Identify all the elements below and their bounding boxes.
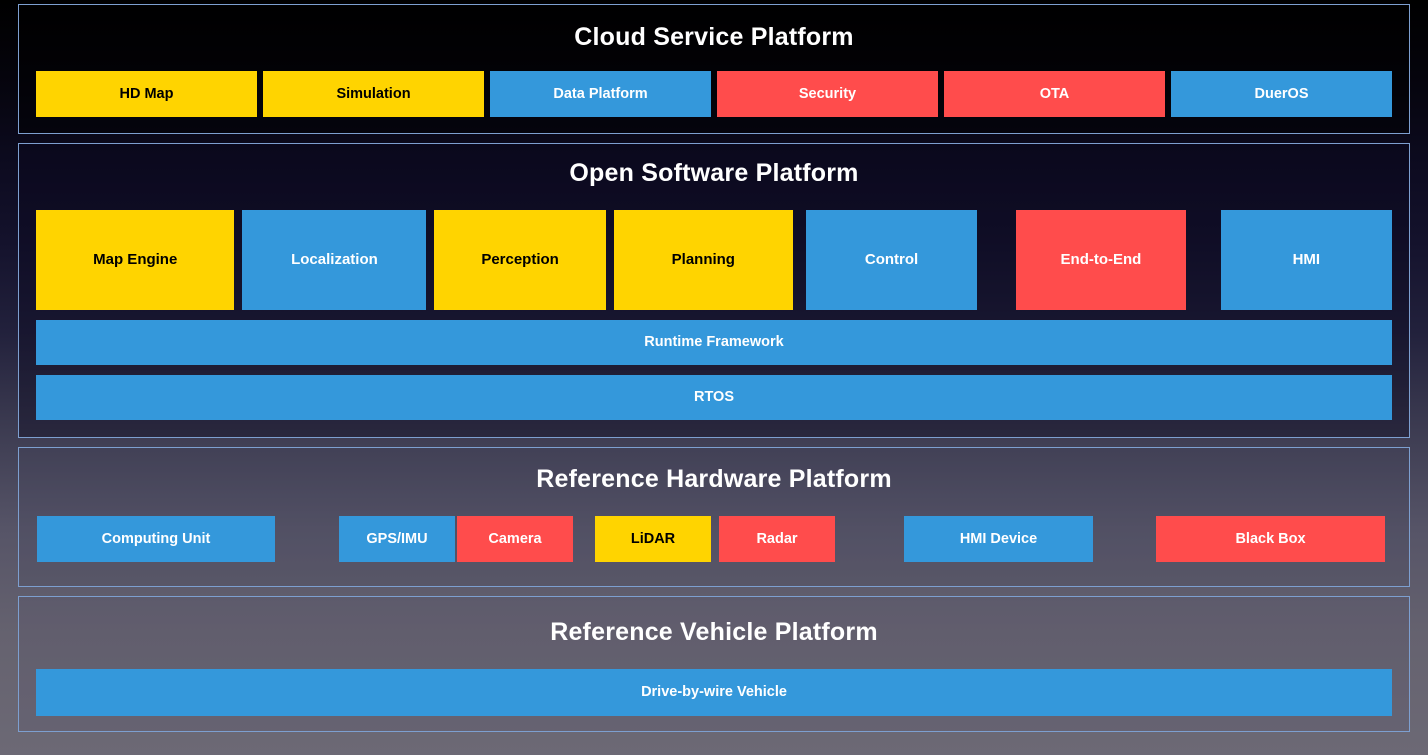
module-end-to-end[interactable]: End-to-End: [1016, 210, 1186, 310]
module-map-engine[interactable]: Map Engine: [36, 210, 235, 310]
layer-open-software-platform: Open Software Platform Map Engine Locali…: [18, 143, 1410, 438]
module-hmi[interactable]: HMI: [1220, 210, 1393, 310]
module-planning[interactable]: Planning: [613, 210, 793, 310]
module-drive-by-wire-vehicle[interactable]: Drive-by-wire Vehicle: [36, 669, 1392, 716]
module-black-box[interactable]: Black Box: [1156, 516, 1385, 562]
module-ota[interactable]: OTA: [944, 71, 1165, 117]
module-security[interactable]: Security: [717, 71, 938, 117]
module-rtos[interactable]: RTOS: [36, 375, 1392, 420]
module-perception[interactable]: Perception: [434, 210, 606, 310]
module-lidar[interactable]: LiDAR: [595, 516, 711, 562]
module-camera[interactable]: Camera: [457, 516, 573, 562]
module-simulation[interactable]: Simulation: [263, 71, 484, 117]
layer-title-vehicle: Reference Vehicle Platform: [550, 618, 878, 646]
rtos-row: RTOS: [19, 375, 1409, 420]
module-hmi-device[interactable]: HMI Device: [904, 516, 1093, 562]
module-computing-unit[interactable]: Computing Unit: [37, 516, 275, 562]
layer-title-hardware: Reference Hardware Platform: [536, 465, 892, 493]
module-localization[interactable]: Localization: [242, 210, 427, 310]
module-runtime-framework[interactable]: Runtime Framework: [36, 320, 1392, 365]
layer-title-cloud: Cloud Service Platform: [574, 23, 854, 51]
module-hd-map[interactable]: HD Map: [36, 71, 257, 117]
runtime-framework-row: Runtime Framework: [19, 320, 1409, 365]
module-dueros[interactable]: DuerOS: [1171, 71, 1392, 117]
software-module-row: Map Engine Localization Perception Plann…: [19, 210, 1409, 310]
module-control[interactable]: Control: [805, 210, 978, 310]
layer-reference-hardware-platform: Reference Hardware Platform Computing Un…: [18, 447, 1410, 587]
layer-cloud-service-platform: Cloud Service Platform HD Map Simulation…: [18, 4, 1410, 134]
module-radar[interactable]: Radar: [719, 516, 835, 562]
module-gps-imu[interactable]: GPS/IMU: [339, 516, 455, 562]
module-data-platform[interactable]: Data Platform: [490, 71, 711, 117]
layer-reference-vehicle-platform: Reference Vehicle Platform Drive-by-wire…: [18, 596, 1410, 732]
layer-title-software: Open Software Platform: [569, 159, 859, 187]
hardware-module-row: Computing Unit GPS/IMU Camera LiDAR Rada…: [19, 516, 1409, 564]
vehicle-module-row: Drive-by-wire Vehicle: [19, 669, 1409, 716]
cloud-module-row: HD Map Simulation Data Platform Security…: [19, 71, 1409, 117]
